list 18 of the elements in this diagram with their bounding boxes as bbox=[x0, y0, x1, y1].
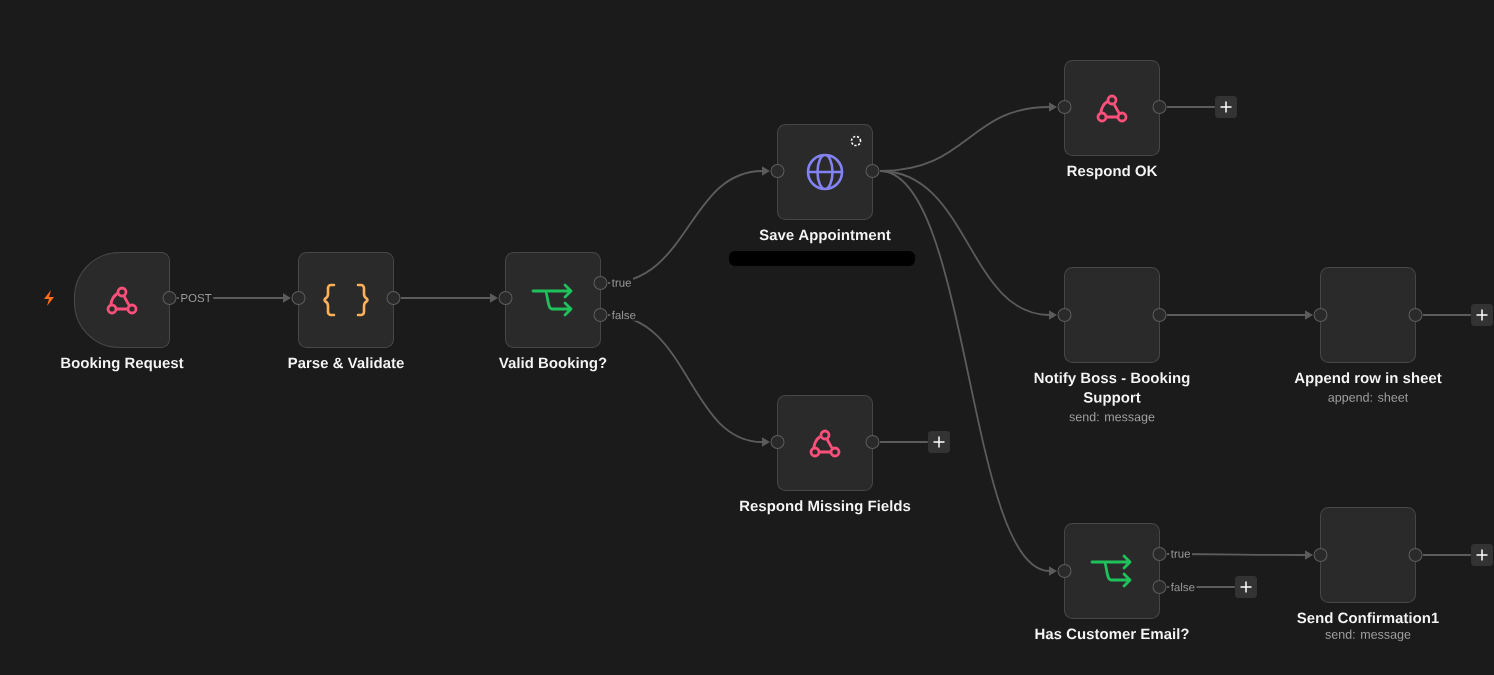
edge-label: true bbox=[1169, 548, 1193, 560]
node-label: Booking Request bbox=[61, 357, 184, 372]
edge-label: false bbox=[1169, 581, 1197, 593]
node-subtitle: send: message bbox=[1069, 412, 1155, 424]
node-subtitle: append: sheet bbox=[1328, 392, 1409, 405]
node-label: Valid Booking? bbox=[498, 357, 607, 372]
node-label: Notify Boss - Booking Support bbox=[1034, 372, 1190, 406]
edge-label: true bbox=[610, 277, 633, 289]
node-label: Parse & Validate bbox=[288, 357, 404, 369]
edge-label: POST bbox=[178, 292, 214, 304]
node-label: Send Confirmation1 bbox=[1297, 612, 1439, 624]
node-label: Respond Missing Fields bbox=[740, 500, 911, 515]
node-label: Append row in sheet bbox=[1294, 372, 1442, 387]
node-label: Respond OK bbox=[1067, 165, 1158, 180]
node-subtitle: send: message bbox=[1325, 629, 1411, 642]
node-label: Save Appointment bbox=[759, 229, 891, 244]
node-label: Has Customer Email? bbox=[1035, 628, 1189, 640]
edge-label: false bbox=[610, 309, 638, 321]
